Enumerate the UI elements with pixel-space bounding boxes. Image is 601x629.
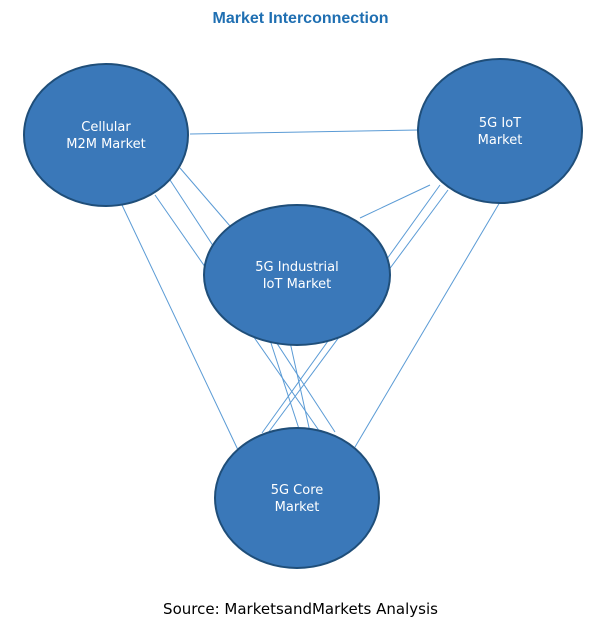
diagram-title: Market Interconnection	[212, 10, 389, 27]
link-5g-industrial-iot-5g-core	[269, 339, 301, 433]
node-5g-industrial-iot: 5G Industrial IoT Market	[203, 204, 391, 346]
link-5g-iot-5g-industrial-iot	[359, 184, 431, 219]
link-5g-industrial-iot-5g-core-2	[289, 341, 311, 433]
node-5g-industrial-iot-circle	[203, 204, 391, 346]
node-5g-iot: 5G IoT Market	[417, 58, 583, 204]
node-cellular-m2m-label-1: Cellular	[81, 120, 131, 135]
link-cellular-m2m-5g-industrial-iot	[179, 167, 231, 227]
nodes-layer: Cellular M2M Market 5G IoT Market 5G Ind…	[23, 58, 583, 569]
node-5g-iot-label-2: Market	[478, 133, 523, 148]
link-cellular-m2m-5g-core	[121, 204, 239, 451]
link-cellular-m2m-5g-iot	[189, 129, 420, 135]
node-5g-iot-label-1: 5G IoT	[479, 116, 521, 131]
node-cellular-m2m: Cellular M2M Market	[23, 63, 189, 207]
node-cellular-m2m-circle	[23, 63, 189, 207]
node-5g-industrial-iot-label-1: 5G Industrial	[255, 260, 338, 275]
link-5g-iot-5g-core	[354, 201, 501, 448]
source-caption: Source: MarketsandMarkets Analysis	[163, 600, 438, 618]
node-cellular-m2m-label-2: M2M Market	[66, 137, 146, 152]
node-5g-iot-circle	[417, 58, 583, 204]
node-5g-core-label-1: 5G Core	[271, 483, 324, 498]
node-5g-core: 5G Core Market	[214, 427, 380, 569]
node-5g-core-circle	[214, 427, 380, 569]
node-5g-core-label-2: Market	[275, 500, 320, 515]
node-5g-industrial-iot-label-2: IoT Market	[263, 277, 332, 292]
